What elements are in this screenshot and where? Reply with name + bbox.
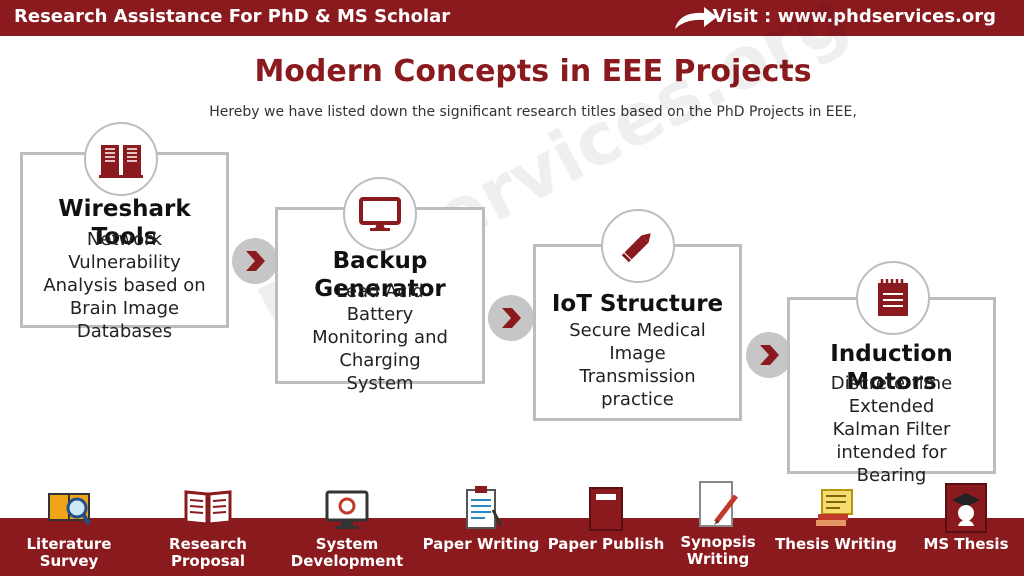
website-link[interactable]: Visit : www.phdservices.org bbox=[712, 6, 996, 27]
header-tagline: Research Assistance For PhD & MS Scholar bbox=[14, 6, 451, 27]
card-description: Secure Medical Image Transmission practi… bbox=[569, 320, 706, 410]
service-paper-writing[interactable]: Paper Writing bbox=[416, 480, 546, 553]
clipboard-icon bbox=[466, 486, 503, 529]
card-description: Network Vulnerability Analysis based on … bbox=[43, 229, 206, 342]
top-banner bbox=[0, 0, 1024, 36]
card-description: Lead Acid Battery Monitoring and Chargin… bbox=[312, 281, 448, 394]
service-label: Research Proposal bbox=[169, 535, 247, 570]
card-title: IoT Structure bbox=[551, 291, 724, 317]
page-title: Modern Concepts in EEE Projects bbox=[254, 54, 812, 89]
graduate-icon bbox=[945, 483, 987, 533]
pencil-icon bbox=[601, 209, 675, 283]
page-subtitle: Hereby we have listed down the significa… bbox=[209, 104, 857, 120]
chevron-right-icon bbox=[232, 238, 278, 284]
card-title: Backup Generator bbox=[314, 248, 446, 302]
monitor-icon bbox=[343, 177, 417, 251]
card-title: Wireshark Tools bbox=[58, 196, 191, 250]
journal-icon bbox=[589, 487, 623, 531]
service-system-development[interactable]: System Development bbox=[282, 480, 412, 570]
service-label: Paper Publish bbox=[547, 535, 665, 553]
service-label: MS Thesis bbox=[923, 535, 1009, 553]
open-book-icon bbox=[184, 490, 232, 526]
card-backup-generator: Backup Generator Lead Acid Battery Monit… bbox=[275, 207, 485, 394]
card-iot-structure: IoT Structure Secure Medical Image Trans… bbox=[533, 244, 742, 421]
scroll-icon bbox=[816, 489, 853, 526]
chevron-right-icon bbox=[746, 332, 792, 378]
notepad-icon bbox=[856, 261, 930, 335]
service-ms-thesis[interactable]: MS Thesis bbox=[901, 480, 1024, 553]
card-wireshark-tools: Wireshark Tools Network Vulnerability An… bbox=[20, 152, 229, 342]
service-paper-publish[interactable]: Paper Publish bbox=[541, 480, 671, 553]
computer-icon bbox=[325, 490, 369, 529]
service-label: Paper Writing bbox=[422, 535, 540, 553]
service-literature-survey[interactable]: Literature Survey bbox=[4, 480, 134, 570]
service-synopsis-writing[interactable]: Synopsis Writing bbox=[653, 478, 783, 568]
card-description: Discrete-time Extended Kalman Filter int… bbox=[830, 373, 953, 486]
service-thesis-writing[interactable]: Thesis Writing bbox=[771, 480, 901, 553]
service-label: Synopsis Writing bbox=[680, 533, 756, 568]
service-label: System Development bbox=[290, 535, 404, 570]
book-icon bbox=[84, 122, 158, 196]
curved-arrow-icon bbox=[675, 7, 717, 29]
service-label: Thesis Writing bbox=[775, 535, 897, 553]
card-title: Induction Motors bbox=[830, 341, 953, 395]
pen-paper-icon bbox=[699, 481, 738, 527]
chevron-right-icon bbox=[488, 295, 534, 341]
service-research-proposal[interactable]: Research Proposal bbox=[143, 480, 273, 570]
magnifier-book-icon bbox=[48, 493, 91, 526]
service-label: Literature Survey bbox=[26, 535, 112, 570]
services-bar bbox=[0, 518, 1024, 576]
